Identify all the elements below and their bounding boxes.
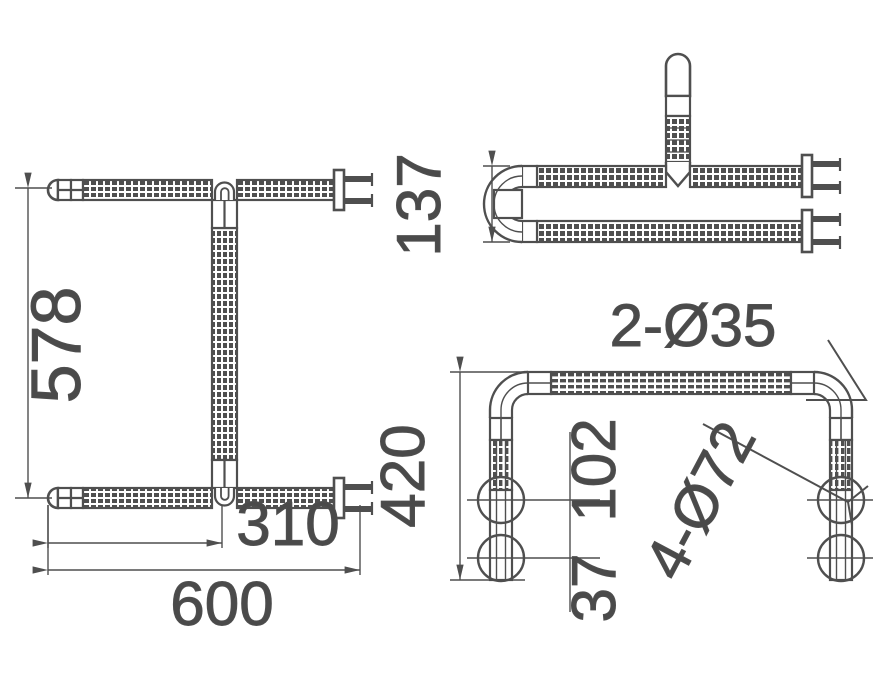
side-vertical-stem [664,52,692,188]
side-lower-bar [520,208,842,254]
callout-2-dia-35-leader [806,339,868,401]
plan-left-corner [488,370,529,442]
dimension-420 [450,356,525,581]
mounting-hole-right-upper [807,475,873,525]
dimension-578-label: 578 [17,287,95,404]
dimension-600-label: 600 [170,570,273,639]
side-elevation-view: 137 [385,52,842,257]
plan-top-run [526,370,816,396]
mounting-hole-left-lower [467,533,535,583]
dimension-600 [32,505,361,575]
mounting-hole-right-lower [807,533,873,583]
dimension-310-label: 310 [236,490,339,559]
front-vertical-rail [210,181,239,507]
side-upper-bar [520,153,842,199]
dimension-137-label: 137 [385,153,454,256]
front-top-rail [46,168,374,212]
front-bottom-rail [46,476,374,520]
dimension-37-label: 37 [560,554,629,623]
dimension-102-label: 102 [560,418,629,521]
dimension-137 [483,150,510,243]
front-elevation-view: 578 310 600 [15,168,374,640]
dimension-102 [535,432,600,501]
plan-bottom-view: 420 102 37 2-Ø35 4-Ø72 [369,292,873,623]
callout-4-dia-72-leader [702,423,869,526]
dimension-37 [535,500,600,612]
plan-right-corner [813,370,854,442]
dimension-420-label: 420 [369,424,438,527]
plan-left-leg [488,438,514,582]
dimension-578 [15,172,52,499]
callout-2-dia-35-label: 2-Ø35 [610,292,777,359]
mounting-hole-left-upper [467,475,535,525]
